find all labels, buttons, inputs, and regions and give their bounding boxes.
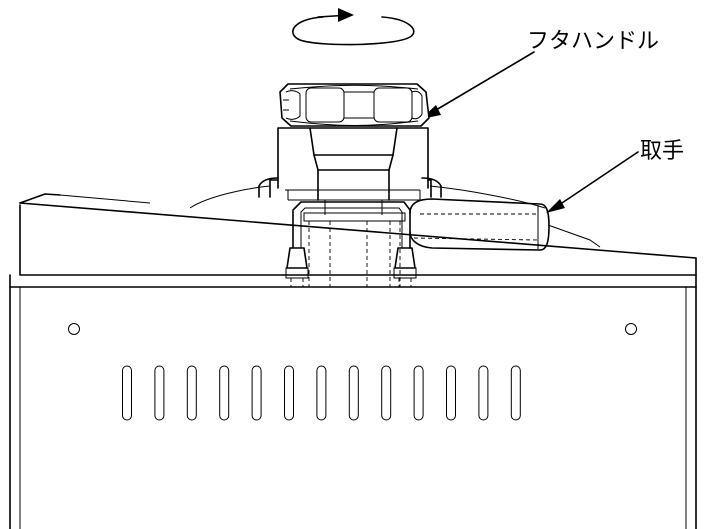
knob-base bbox=[258, 127, 442, 201]
knob-hub bbox=[309, 127, 398, 215]
vent-slots bbox=[122, 365, 521, 421]
stem bbox=[303, 212, 406, 287]
grip-part bbox=[409, 198, 550, 251]
bracket-foot-right bbox=[393, 247, 417, 287]
handle-bracket bbox=[292, 201, 411, 249]
vent-slot bbox=[251, 365, 262, 421]
vent-slot bbox=[284, 365, 294, 421]
lid-handle-leader bbox=[421, 51, 535, 119]
screw-hole-left bbox=[68, 323, 80, 335]
vent-slot bbox=[478, 365, 489, 421]
rotation-arrow-icon bbox=[292, 8, 415, 46]
lid-handle-label: フタハンドル bbox=[527, 29, 659, 54]
vent-slot bbox=[186, 365, 197, 421]
lid-plate bbox=[19, 185, 697, 276]
vent-slot bbox=[510, 365, 521, 421]
vent-slot bbox=[348, 365, 359, 421]
vent-slot bbox=[316, 365, 327, 421]
grip-label: 取手 bbox=[640, 139, 684, 164]
vent-slot bbox=[122, 365, 132, 421]
screw-hole-right bbox=[625, 323, 637, 335]
lid-knob bbox=[279, 83, 430, 127]
grip-leader bbox=[546, 151, 639, 213]
vent-slot bbox=[219, 365, 230, 421]
vent-slot bbox=[413, 365, 424, 421]
vent-slot bbox=[154, 365, 165, 421]
vent-slot bbox=[446, 365, 456, 421]
body-box bbox=[9, 274, 697, 529]
vent-slot bbox=[381, 365, 392, 421]
bracket-foot-left bbox=[285, 247, 309, 287]
